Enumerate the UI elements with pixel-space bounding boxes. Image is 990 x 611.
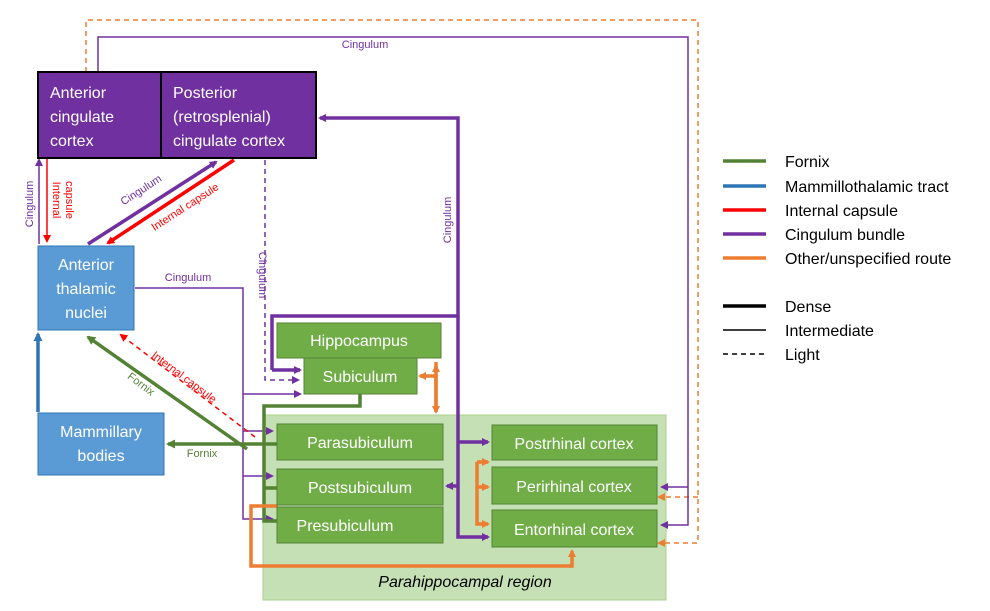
- orange-perirhinal-loop: [475, 462, 490, 528]
- postrhinal-cortex-box: Postrhinal cortex: [491, 424, 658, 461]
- cingulum-top-label: Cingulum: [342, 39, 388, 51]
- legend-label-dense: Dense: [785, 299, 831, 316]
- pcc-label-line-3: cingulate cortex: [173, 133, 285, 150]
- cingulum-atn-label: Cingulum: [165, 272, 211, 284]
- acc-label-line-2: cingulate: [50, 109, 114, 126]
- internal-capsule-acc-label-1: Internal: [50, 182, 62, 219]
- hippocampus-box: Hippocampus: [276, 322, 442, 359]
- cingulum-vertical-label: Cingulum: [442, 197, 454, 243]
- subiculum-box: Subiculum: [303, 357, 418, 395]
- parasubiculum-label: Parasubiculum: [307, 435, 413, 452]
- subiculum-label: Subiculum: [323, 369, 398, 386]
- perirhinal-label: Perirhinal cortex: [516, 479, 632, 496]
- legend-label-intermediate: Intermediate: [785, 323, 874, 340]
- cingulum-dense-to-entorhinal: [456, 316, 490, 541]
- acc-label-line-3: cortex: [50, 133, 94, 150]
- cingulum-diagonal-label: Cingulum: [119, 173, 165, 208]
- anterior-cingulate-cortex-box: Anterior cingulate cortex: [37, 71, 162, 159]
- cingulum-light-label: Cingulum: [256, 252, 268, 298]
- parasubiculum-box: Parasubiculum: [276, 423, 444, 461]
- internal-capsule-pcc-to-atn: [106, 158, 235, 245]
- presubiculum-box: Presubiculum: [276, 506, 444, 544]
- mammillary-bodies-box: Mammillary bodies: [37, 412, 165, 476]
- presubiculum-label: Presubiculum: [297, 518, 394, 535]
- entorhinal-label: Entorhinal cortex: [514, 522, 634, 539]
- atn-label-line-2: thalamic: [56, 281, 116, 298]
- anterior-thalamic-nuclei-box: Anterior thalamic nuclei: [37, 245, 135, 331]
- pcc-label-line-2: (retrosplenial): [173, 109, 271, 126]
- mb-label-line-1: Mammillary: [60, 424, 142, 441]
- postsubiculum-box: Postsubiculum: [276, 468, 444, 506]
- cingulum-atn-to-pcc: [87, 160, 218, 246]
- entorhinal-cortex-box: Entorhinal cortex: [491, 509, 658, 548]
- legend-label-light: Light: [785, 347, 820, 364]
- legend-label-mammillothalamic: Mammillothalamic tract: [785, 179, 949, 196]
- fornix-to-atn: [86, 335, 249, 451]
- legend: Fornix Mammillothalamic tract Internal c…: [723, 154, 951, 364]
- legend-label-cingulum: Cingulum bundle: [785, 227, 905, 244]
- legend-label-other: Other/unspecified route: [785, 251, 951, 268]
- cingulum-atn-subicular: [135, 287, 274, 523]
- pcc-label-line-1: Posterior: [173, 85, 238, 102]
- postrhinal-label: Postrhinal cortex: [514, 436, 633, 453]
- cingulum-outer-route: [97, 36, 689, 529]
- acc-label-line-1: Anterior: [50, 85, 107, 102]
- orange-presubiculum-to-entorhinal: [249, 504, 576, 568]
- internal-capsule-light-to-atn: [119, 333, 256, 438]
- parahippocampal-region-label: Parahippocampal region: [378, 574, 552, 591]
- legend-label-fornix: Fornix: [785, 154, 829, 171]
- fornix-subiculum-to-mb: [262, 394, 362, 523]
- atn-label-line-3: nuclei: [65, 305, 107, 322]
- legend-label-internal-capsule: Internal capsule: [785, 203, 898, 220]
- perirhinal-cortex-box: Perirhinal cortex: [491, 466, 658, 505]
- postsubiculum-label: Postsubiculum: [308, 480, 412, 497]
- posterior-cingulate-cortex-box: Posterior (retrosplenial) cingulate cort…: [160, 71, 317, 159]
- hippocampus-label: Hippocampus: [310, 333, 408, 350]
- cingulum-acc-label: Cingulum: [24, 181, 36, 227]
- internal-capsule-light-label: Internal capsule: [149, 349, 218, 405]
- orange-light-outer-route: [85, 19, 699, 547]
- internal-capsule-acc-label-2: capsule: [63, 181, 75, 219]
- cingulum-light-pcc-subiculum: [264, 160, 300, 384]
- fornix-horizontal-label: Fornix: [187, 448, 218, 460]
- atn-label-line-1: Anterior: [58, 257, 115, 274]
- mb-label-line-2: bodies: [77, 448, 124, 465]
